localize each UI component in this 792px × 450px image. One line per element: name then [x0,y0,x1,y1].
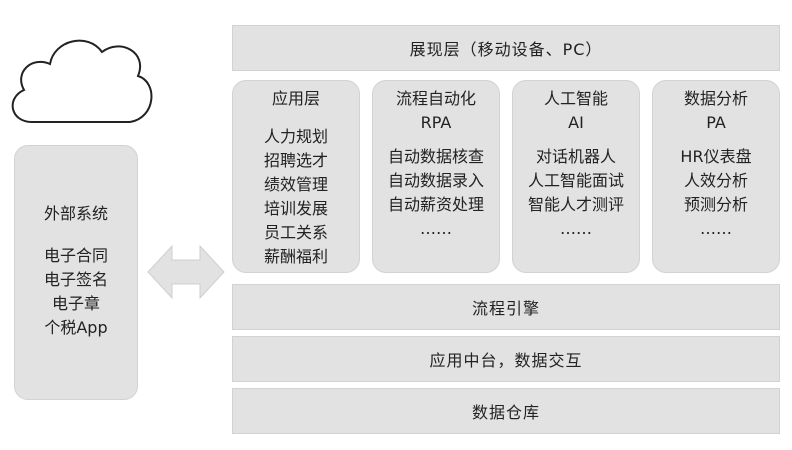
layer-label: 应用中台，数据交互 [429,351,583,370]
cloud-icon [11,39,153,123]
external-systems-title: 外部系统 [43,204,108,223]
module-title: 流程自动化 [395,89,476,108]
module-item: 对话机器人 [535,147,616,166]
process-engine-bar: 流程引擎 [232,284,780,330]
module-subtitle: PA [706,113,726,132]
module-item: 自动薪资处理 [387,195,484,214]
module-title: 应用层 [271,89,320,108]
module-item: 人工智能面试 [527,171,624,190]
module-item: 自动数据核查 [387,147,484,166]
module-item: 培训发展 [263,199,328,218]
module-ai: 人工智能 AI 对话机器人 人工智能面试 智能人才测评 …… [512,80,640,273]
external-item: 电子章 [51,294,100,313]
external-systems-box: 外部系统 电子合同 电子签名 电子章 个税App [14,145,138,400]
module-item: 绩效管理 [263,175,328,194]
module-item: …… [700,219,732,238]
module-subtitle: AI [568,113,584,132]
presentation-layer-bar: 展现层（移动设备、PC） [232,25,780,71]
external-item: 电子签名 [43,270,108,289]
module-item: HR仪表盘 [680,147,752,166]
module-item: …… [419,219,452,238]
layer-label: 数据仓库 [471,403,540,422]
external-item: 个税App [44,318,108,337]
middle-platform-bar: 应用中台，数据交互 [232,336,780,382]
module-pa: 数据分析 PA HR仪表盘 人效分析 预测分析 …… [652,80,780,273]
module-rpa: 流程自动化 RPA 自动数据核查 自动数据录入 自动薪资处理 …… [372,80,500,273]
module-application-layer: 应用层 人力规划 招聘选才 绩效管理 培训发展 员工关系 薪酬福利 [232,80,360,273]
module-item: 人效分析 [683,171,748,190]
layer-label: 流程引擎 [471,299,540,318]
module-item: 预测分析 [683,195,748,214]
module-item: 招聘选才 [263,151,328,170]
module-subtitle: RPA [420,113,452,132]
external-item: 电子合同 [43,246,108,265]
module-item: …… [559,219,592,238]
module-title: 数据分析 [683,89,748,108]
module-item: 智能人才测评 [527,195,624,214]
module-item: 薪酬福利 [263,247,328,266]
module-item: 员工关系 [263,223,328,242]
double-arrow-icon [147,244,225,300]
presentation-layer-label: 展现层（移动设备、PC） [409,40,603,59]
module-item: 人力规划 [263,127,328,146]
module-item: 自动数据录入 [387,171,484,190]
module-title: 人工智能 [543,89,608,108]
data-warehouse-bar: 数据仓库 [232,388,780,434]
